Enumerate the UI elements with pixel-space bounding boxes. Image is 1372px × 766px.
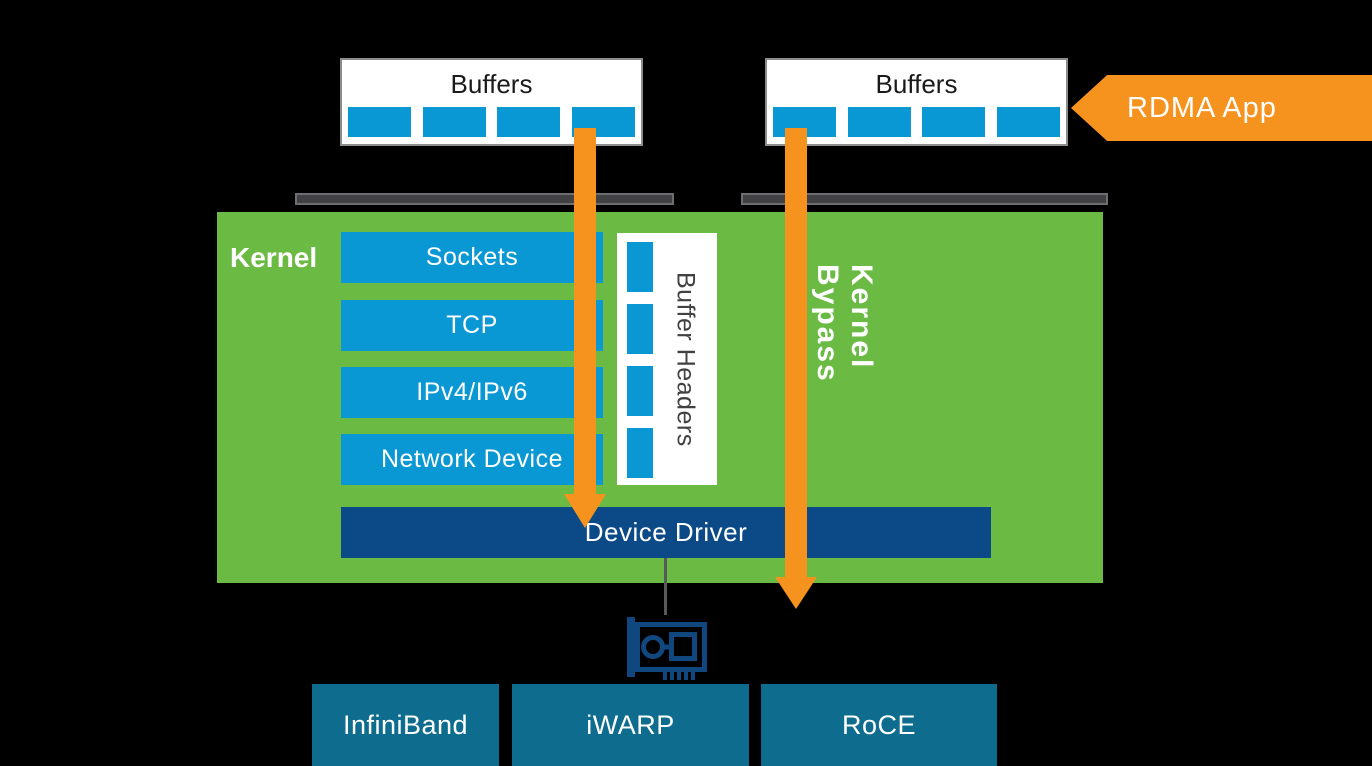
driver-nic-connector	[664, 558, 667, 615]
transport-box-infiniband: InfiniBand	[312, 684, 499, 766]
data-path-arrow-left-shaft	[574, 128, 596, 494]
device-driver-label: Device Driver	[584, 517, 748, 547]
stack-label: IPv4/IPv6	[416, 378, 528, 406]
buffer-headers-label: Buffer Headers	[671, 271, 700, 447]
buffers-box-left: Buffers	[340, 58, 643, 146]
buffer-cell	[497, 107, 561, 137]
buffer-cell	[922, 107, 986, 137]
buffer-header-cell	[627, 428, 653, 478]
kernel-bypass-label: Kernel Bypass	[811, 264, 878, 383]
divider-bar-right	[741, 193, 1108, 205]
network-card-icon	[627, 617, 707, 680]
stack-label: TCP	[446, 311, 498, 339]
divider-bar-left	[295, 193, 674, 205]
rdma-app-label: RDMA App	[1127, 91, 1277, 124]
buffer-header-cell	[627, 366, 653, 416]
transport-label: InfiniBand	[342, 709, 469, 740]
buffer-cell	[348, 107, 411, 137]
stack-box-network-device: Network Device	[341, 434, 603, 485]
buffer-cell	[422, 107, 486, 137]
buffer-cell	[996, 107, 1060, 137]
buffers-title: Buffers	[875, 69, 958, 99]
buffer-header-cell	[627, 304, 653, 354]
kernel-label: Kernel	[230, 242, 318, 273]
stack-box-tcp: TCP	[341, 300, 603, 351]
transport-label: iWARP	[586, 709, 675, 740]
data-path-arrow-right-shaft	[785, 128, 807, 577]
buffer-row	[773, 107, 1060, 137]
buffer-headers-panel: Buffer Headers	[617, 233, 717, 485]
data-path-arrow-left-head	[564, 494, 606, 528]
data-path-arrow-right-head	[775, 577, 817, 609]
stack-label: Network Device	[380, 445, 564, 473]
rdma-app-banner: RDMA App	[1071, 75, 1372, 141]
buffers-title: Buffers	[450, 69, 533, 99]
stack-box-sockets: Sockets	[341, 232, 603, 283]
transport-box-roce: RoCE	[761, 684, 997, 766]
buffer-cell	[847, 107, 911, 137]
transport-label: RoCE	[841, 709, 917, 740]
stack-box-ipv4-ipv6: IPv4/IPv6	[341, 367, 603, 418]
buffer-header-cell	[627, 242, 653, 292]
transport-box-iwarp: iWARP	[512, 684, 749, 766]
buffers-box-right: Buffers	[765, 58, 1068, 146]
device-driver-bar: Device Driver	[341, 507, 991, 558]
stack-label: Sockets	[425, 243, 519, 271]
